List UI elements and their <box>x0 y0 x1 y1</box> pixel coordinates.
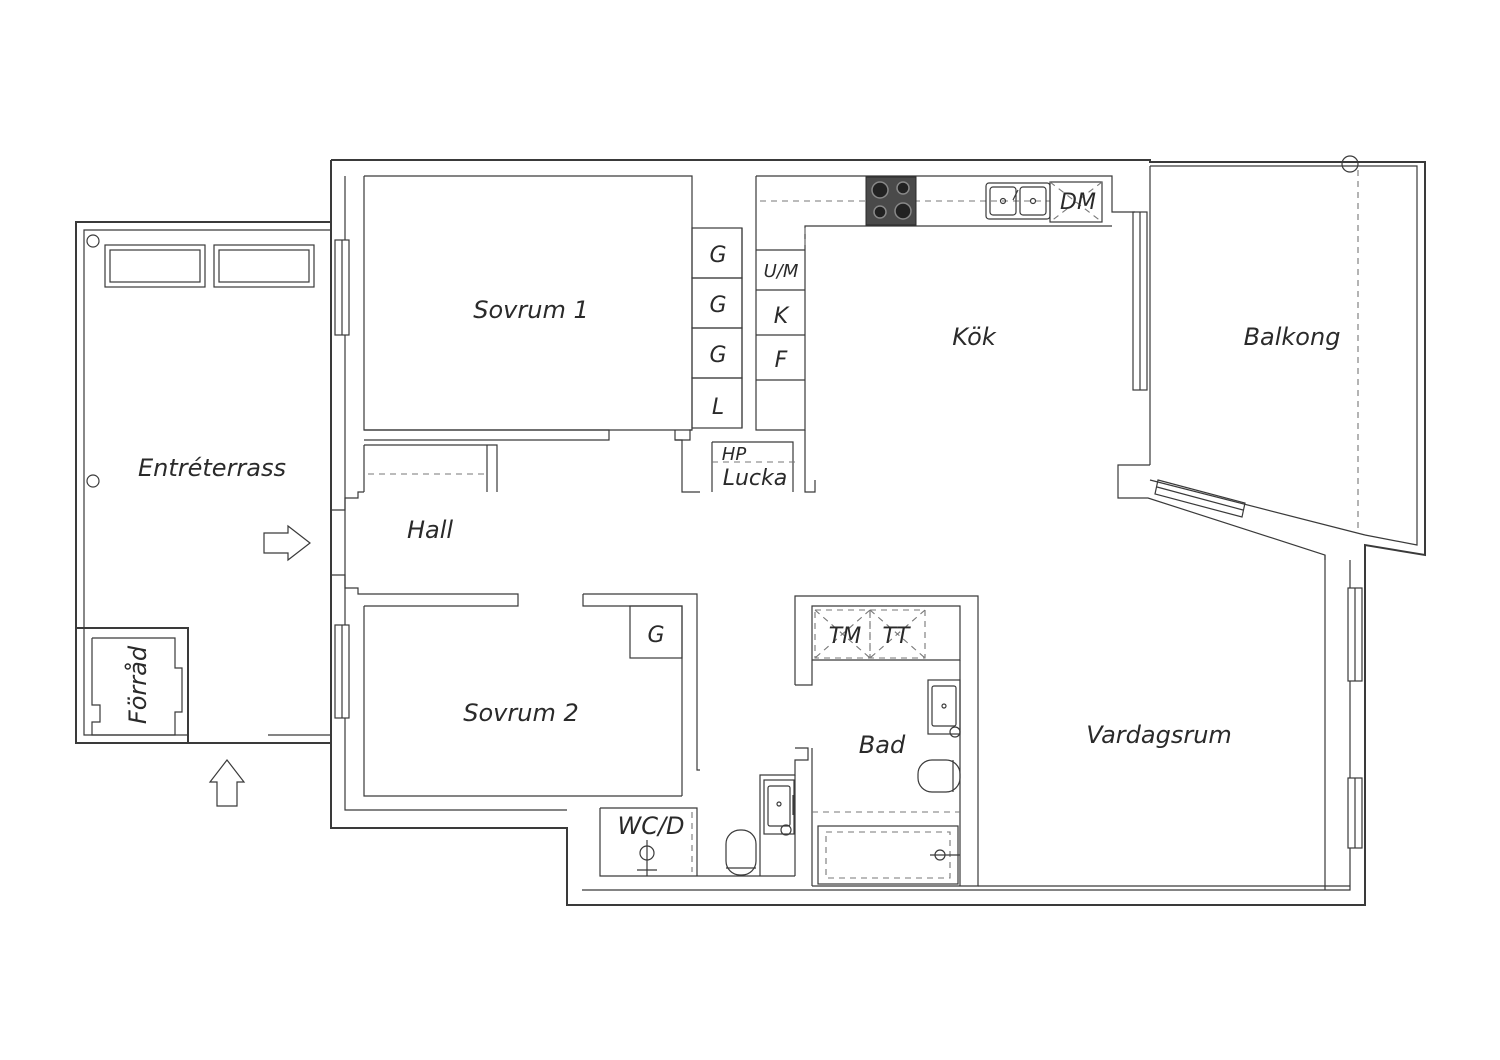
fixture-label-g3: G <box>709 343 726 368</box>
room-label-vardagsrum: Vardagsrum <box>1086 721 1232 749</box>
fixture-label-lucka: Lucka <box>723 466 788 491</box>
toilet-icon <box>725 829 757 876</box>
fixture-label-g4: G <box>647 623 664 648</box>
fixture-label-tm: TM <box>829 624 861 649</box>
entrance-arrow-up-icon <box>208 759 246 807</box>
fixture-label-k: K <box>774 304 790 329</box>
room-label-hall: Hall <box>407 516 453 544</box>
room-label-balkong: Balkong <box>1244 323 1341 351</box>
room-label-wcd: WC/D <box>617 812 684 840</box>
fixture-label-dm: DM <box>1060 190 1096 215</box>
fixture-label-tt: TT <box>883 624 911 649</box>
fixture-label-l: L <box>712 395 724 420</box>
sovrum2-walls <box>363 605 683 797</box>
fixture-label-g1: G <box>709 243 726 268</box>
room-label-kok: Kök <box>952 323 997 351</box>
living-room-walls <box>978 555 1350 890</box>
outer-walls <box>75 159 1426 906</box>
fixture-label-hp: HP <box>722 444 747 465</box>
fixture-label-g2: G <box>709 293 726 318</box>
bathtub-icon <box>817 825 960 885</box>
room-label-sovrum2: Sovrum 2 <box>463 699 578 727</box>
dishwasher <box>1049 181 1103 223</box>
balcony-details <box>1117 155 1418 560</box>
hall-walls <box>331 429 700 796</box>
terrace-details <box>76 234 315 743</box>
wardrobes <box>691 227 743 429</box>
bath-washbasin-icon <box>927 679 961 738</box>
washbasin-icon <box>763 779 795 836</box>
floor-drain-icon <box>637 840 657 876</box>
room-label-sovrum1: Sovrum 1 <box>473 296 588 324</box>
room-label-forrad: Förråd <box>123 645 152 724</box>
kitchen-units <box>711 175 1135 493</box>
room-label-bad: Bad <box>859 731 906 759</box>
fixture-label-um: U/M <box>764 261 799 282</box>
stove-icon <box>865 176 917 226</box>
room-label-entreterrass: Entréterrass <box>138 454 286 482</box>
entrance-arrow-right-icon <box>263 524 311 562</box>
wc-walls <box>599 747 813 886</box>
fixture-label-f: F <box>775 348 788 373</box>
windows <box>334 211 1363 849</box>
bath-toilet-icon <box>917 759 961 793</box>
